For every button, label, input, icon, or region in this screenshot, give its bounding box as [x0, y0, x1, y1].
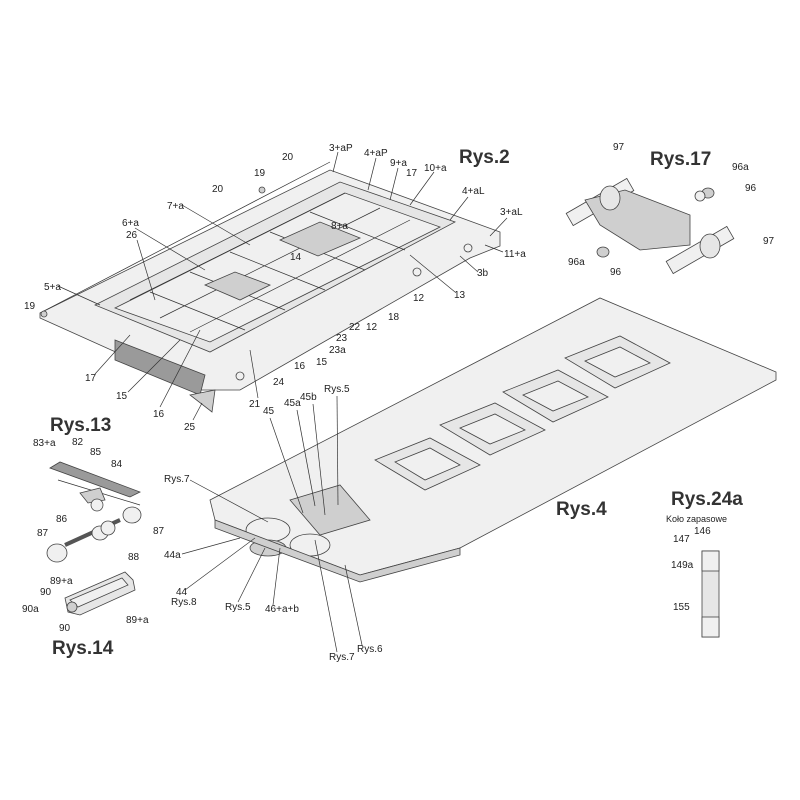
part-label: 149a — [671, 560, 694, 571]
part-label: 155 — [673, 602, 690, 613]
part-label: 85 — [90, 447, 102, 458]
part-label: 3+aP — [329, 143, 353, 154]
part-label: 97 — [613, 142, 625, 153]
part-label: 90 — [59, 623, 71, 634]
part-label: 45b — [300, 392, 317, 403]
part-label: 18 — [388, 312, 400, 323]
part-label: 146 — [694, 526, 711, 537]
rys2-labels: 3+aP 4+aP 9+a 17 10+a 4+aL 3+aL 11+a 3b … — [24, 143, 526, 433]
rys24a-drawing — [701, 550, 720, 638]
part-label: Rys.7 — [329, 652, 355, 663]
rys4-labels: 45 45a 45b Rys.5 Rys.7 44a 44 Rys.8 Rys.… — [164, 384, 383, 663]
part-label: 88 — [128, 552, 140, 563]
part-label: 10+a — [424, 163, 447, 174]
rys17-labels: 97 96a 96 97 96a 96 — [568, 142, 775, 278]
part-label: 11+a — [504, 249, 526, 260]
rys4-title: Rys.4 — [556, 499, 607, 520]
rys2-frame-drawing — [39, 161, 501, 413]
part-label: 16 — [294, 361, 306, 372]
part-label: 23a — [329, 345, 346, 356]
part-label: 24 — [273, 377, 285, 388]
part-label: 96a — [732, 162, 749, 173]
part-label: 82 — [72, 437, 84, 448]
part-label: 4+aL — [462, 186, 485, 197]
part-label: 44a — [164, 550, 181, 561]
part-label: 3b — [477, 268, 489, 279]
part-label: 12 — [413, 293, 425, 304]
part-label: 87 — [37, 528, 49, 539]
part-label: 20 — [282, 152, 294, 163]
part-label: 7+a — [167, 201, 184, 212]
part-label: 46+a+b — [265, 604, 299, 615]
part-label: 147 — [673, 534, 690, 545]
part-label: Rys.6 — [357, 644, 383, 655]
rys2-title: Rys.2 — [459, 147, 510, 168]
part-label: 26 — [126, 230, 138, 241]
rys13-title: Rys.13 — [50, 415, 111, 436]
part-label: 4+aP — [364, 148, 388, 159]
part-label: 89+a — [126, 615, 149, 626]
rys14-drawing — [64, 571, 136, 616]
part-label: 8+a — [331, 221, 348, 232]
part-label: Rys.5 — [324, 384, 350, 395]
part-label: 25 — [184, 422, 196, 433]
rys2-leader-lines — [57, 151, 508, 421]
part-label: 90a — [22, 604, 39, 615]
part-label: 5+a — [44, 282, 61, 293]
part-label: 90 — [40, 587, 52, 598]
rys14-title: Rys.14 — [52, 638, 114, 659]
part-label: Rys.8 — [171, 597, 197, 608]
part-label: 96a — [568, 257, 585, 268]
part-label: 21 — [249, 399, 261, 410]
part-label: Rys.7 — [164, 474, 190, 485]
part-label: 15 — [116, 391, 128, 402]
part-label: 20 — [212, 184, 224, 195]
part-label: 6+a — [122, 218, 139, 229]
part-label: 19 — [254, 168, 266, 179]
part-label: 16 — [153, 409, 165, 420]
part-label: 44 — [176, 587, 188, 598]
rys24a-title: Rys.24a — [671, 489, 743, 510]
rys24a-labels: 146 147 149a 155 — [671, 526, 711, 613]
rys17-drawing — [565, 177, 735, 275]
rys13-labels: 83+a 82 85 84 86 87 87 88 — [33, 437, 165, 563]
part-label: 3+aL — [500, 207, 523, 218]
part-label: 17 — [406, 168, 418, 179]
part-label: 45 — [263, 406, 275, 417]
rys17-title: Rys.17 — [650, 149, 711, 170]
rys14-labels: 89+a 90 90a 90 89+a — [22, 576, 149, 634]
part-label: 13 — [454, 290, 466, 301]
part-label: 15 — [316, 357, 328, 368]
part-label: Rys.5 — [225, 602, 251, 613]
part-label: 89+a — [50, 576, 73, 587]
part-label: 9+a — [390, 158, 407, 169]
part-label: 87 — [153, 526, 165, 537]
rys13-drawing — [46, 461, 142, 563]
rys24a-subtitle: Koło zapasowe — [666, 514, 727, 524]
rys4-floor-drawing — [209, 297, 777, 583]
part-label: 12 — [366, 322, 378, 333]
part-label: 84 — [111, 459, 123, 470]
part-label: 96 — [610, 267, 622, 278]
part-label: 45a — [284, 398, 301, 409]
rys4-leader-lines — [181, 395, 363, 653]
part-label: 97 — [763, 236, 775, 247]
part-label: 86 — [56, 514, 68, 525]
part-label: 19 — [24, 301, 36, 312]
part-label: 23 — [336, 333, 348, 344]
part-label: 83+a — [33, 438, 56, 449]
part-label: 14 — [290, 252, 302, 263]
part-label: 17 — [85, 373, 97, 384]
part-label: 22 — [349, 322, 361, 333]
part-label: 96 — [745, 183, 757, 194]
